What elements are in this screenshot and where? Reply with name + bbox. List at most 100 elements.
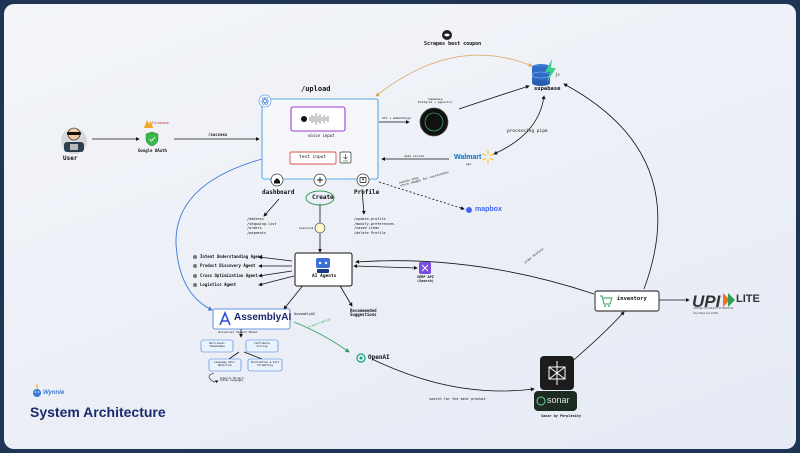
upi-lite-label: LITE <box>736 293 760 305</box>
feature-punctuation: Punctuation & Text Formatting <box>250 361 280 367</box>
edge-dashboard-list <box>263 198 280 217</box>
node-user-label: User <box>63 155 78 162</box>
edge-data-stored-label: data stored <box>404 154 424 158</box>
diagram-svg: UPI <box>33 30 735 411</box>
mapbox-label: mapbox <box>475 206 502 213</box>
openai-label: OpenAI <box>368 354 390 361</box>
supabase-pg-badge <box>419 107 449 137</box>
edge-supabase-pg-js <box>458 85 530 110</box>
edge-stt-label: Stt + embeddings <box>382 116 411 120</box>
mapbox-icon <box>466 207 472 213</box>
profile-items: /update-profile /modify-preferences /sav… <box>354 217 394 235</box>
edge-agent1 <box>258 255 293 262</box>
robot-icon <box>316 258 330 268</box>
scrapes-label: Scrapes best coupon <box>424 41 482 47</box>
feature-confidence: Confidence Scoring <box>254 342 270 348</box>
universal-label: Universal Speech Model <box>218 330 258 334</box>
brand-label: Wynnie <box>43 390 65 396</box>
database-icon <box>531 64 551 86</box>
edges <box>92 83 690 392</box>
edge-sonar-inventory <box>568 311 625 365</box>
supabase-label: supabase <box>534 86 561 92</box>
inventory-label: inventory <box>617 296 647 302</box>
edge-blue-loop <box>175 158 263 311</box>
assemblyai-label: AssemblyAI <box>234 312 292 323</box>
edge-agent3 <box>258 270 293 278</box>
cart-icon <box>600 295 613 307</box>
firebase-icon <box>144 120 153 128</box>
executes-icon <box>314 222 326 234</box>
dashboard-item-shopping-list[interactable]: /shopping-list <box>247 221 277 226</box>
feature-boxes <box>200 339 283 372</box>
edge-search-best-label: search for the best product <box>429 397 486 401</box>
edge-scrapes <box>375 54 533 97</box>
edge-agents-recommended <box>338 283 353 307</box>
assemblyai-box[interactable] <box>212 308 291 330</box>
waveform-icon <box>309 113 329 125</box>
upi-sub2-label: Near Balanced 10000 <box>693 312 719 315</box>
profile-item-delete[interactable]: /delete Profile <box>354 230 386 235</box>
walmart-spark-icon <box>482 150 494 164</box>
feature-languages: Supports 99 major Indian languages <box>220 377 245 383</box>
profile-item-saved[interactable]: /saved items <box>354 226 380 230</box>
dashboard-item-address[interactable]: /address <box>247 217 264 221</box>
ai-agents-label: AI Agents <box>312 274 337 279</box>
node-upload-label: /upload <box>301 85 331 93</box>
edge-openai-sonar <box>371 358 535 392</box>
dashboard-label: dashboard <box>262 189 295 196</box>
walmart-label: Walmart <box>454 154 482 161</box>
node-firebase-label: Firebase <box>152 121 169 125</box>
agent-intent: Intent Understanding Agent <box>200 254 263 259</box>
openai-icon <box>356 353 366 363</box>
feature-timestamps: Word-Level Timestamps <box>209 342 225 348</box>
edge-transcription <box>293 321 350 353</box>
edge-inventory-agents <box>355 259 595 295</box>
inventory-box[interactable] <box>594 290 660 312</box>
upload-react-icon <box>258 94 272 108</box>
edge-upload-mapbox <box>378 181 465 210</box>
diagram-canvas: UPI User Firebase Google OAuth /success … <box>4 4 796 449</box>
create-highlight <box>305 190 335 206</box>
voice-input-label: voice input <box>308 133 335 138</box>
page-title: System Architecture <box>30 404 166 420</box>
google-oauth-shield-icon <box>145 131 159 147</box>
upi-logo: UPI <box>692 292 722 311</box>
profile-label: Profile <box>354 189 380 196</box>
edge-success-label: /success <box>208 132 228 137</box>
wynnie-mascot-icon <box>33 384 41 397</box>
text-input-label: text input <box>299 155 327 160</box>
agent-discovery: Product Discovery Agent <box>200 263 256 268</box>
agent-icons <box>193 255 197 287</box>
edge-feature-lang <box>228 351 240 360</box>
assemblyai-small-label: AssemblyAI <box>294 312 316 316</box>
create-label: Create <box>312 194 334 201</box>
edge-agents-assembly <box>283 283 305 310</box>
edge-supabase-walmart <box>493 95 546 155</box>
node-google-oauth-label: Google OAuth <box>138 148 167 153</box>
mic-icon <box>301 116 307 122</box>
assemblyai-logo-icon <box>219 310 231 326</box>
edge-supabase-inventory <box>563 83 659 290</box>
edge-profile-list <box>361 188 366 215</box>
upi-sub-label: UNIFIED PAYMENTS INTERFACE <box>693 307 734 310</box>
feature-language: Language Auto-Detection <box>214 361 236 367</box>
processing-label: processing pipe <box>507 129 548 134</box>
dashboard-items: /address /shopping-list /orders /payment… <box>247 217 277 235</box>
supabase-pg-label: Supabase Postgres + pgvector <box>418 97 453 104</box>
sonar-caption: Sonar by Perplexity <box>541 414 582 418</box>
walmart-api-label: api <box>466 162 472 166</box>
edge-executes-label: executes <box>299 226 314 230</box>
serp-label: SERP API (Search) <box>417 275 434 283</box>
profile-item-preferences[interactable]: /modify-preferences <box>354 221 395 226</box>
dashboard-item-payments[interactable]: /payments <box>247 230 266 235</box>
sonar-badge <box>534 391 577 411</box>
supabase-bolt-icon <box>545 59 556 82</box>
edge-agents-serp <box>353 264 418 270</box>
edge-agent4 <box>258 275 295 287</box>
profile-item-update[interactable]: /update-profile <box>354 217 386 221</box>
text-input-box[interactable] <box>289 151 337 165</box>
sonar-label: sonar <box>547 395 570 405</box>
recommended-label: Recommended Suggestions <box>350 308 377 317</box>
dashboard-item-orders[interactable]: /orders <box>247 226 262 230</box>
edge-feature-punct <box>243 351 263 360</box>
